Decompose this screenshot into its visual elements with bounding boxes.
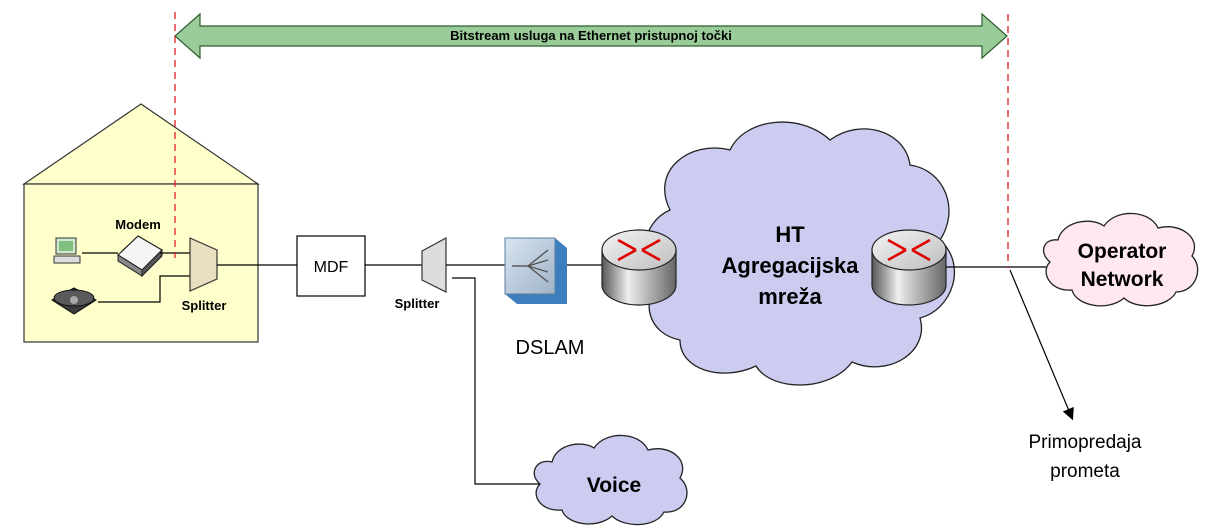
handover-line2: prometa xyxy=(1050,461,1120,482)
operator-cloud-line2: Network xyxy=(1081,268,1164,291)
ht-aggregation-cloud xyxy=(644,121,956,386)
router-icon-right xyxy=(871,229,947,306)
splitter-voice-line xyxy=(452,277,540,485)
modem-icon xyxy=(117,235,163,278)
exchange-splitter-label: Splitter xyxy=(395,296,440,311)
service-banner-arrow: Bitstream usluga na Ethernet pristupnoj … xyxy=(174,12,1008,60)
mdf-label: MDF xyxy=(314,259,349,276)
voice-label: Voice xyxy=(587,474,641,497)
exchange-splitter-icon xyxy=(421,236,447,293)
house-splitter-label: Splitter xyxy=(182,298,227,313)
router-icon-left xyxy=(601,229,677,306)
voice-cloud xyxy=(533,434,688,526)
dslam-icon xyxy=(504,237,567,304)
banner-text: Bitstream usluga na Ethernet pristupnoj … xyxy=(450,28,732,43)
phone-icon xyxy=(51,287,97,315)
ht-cloud-line2: Agregacijska xyxy=(722,253,860,278)
mdf-box xyxy=(296,235,366,297)
dslam-label: DSLAM xyxy=(516,337,585,359)
modem-label: Modem xyxy=(115,217,161,232)
phone-splitter-line xyxy=(98,275,190,303)
handover-line1: Primopredaja xyxy=(1029,432,1142,453)
ht-cloud-line1: HT xyxy=(775,222,805,247)
operator-network-cloud xyxy=(1042,212,1199,307)
house-splitter-icon xyxy=(189,237,218,292)
handover-pointer-arrow xyxy=(1009,269,1074,421)
computer-icon xyxy=(53,237,81,264)
ht-cloud-line3: mreža xyxy=(758,284,822,309)
operator-cloud-line1: Operator xyxy=(1078,240,1167,263)
